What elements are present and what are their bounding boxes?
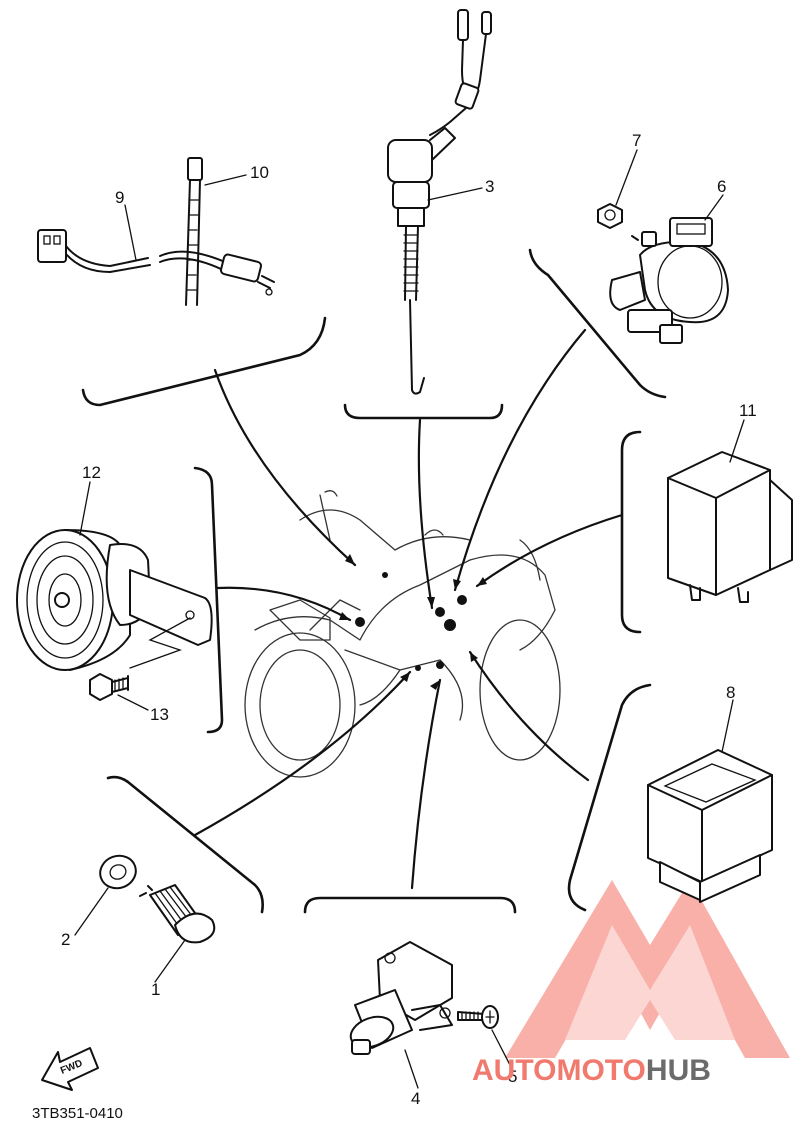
bracket-top-center bbox=[343, 403, 504, 420]
callout-2: 2 bbox=[61, 930, 70, 949]
callout-12: 12 bbox=[82, 463, 101, 482]
bracket-bottom-left bbox=[106, 775, 264, 914]
callout-9: 9 bbox=[115, 188, 124, 207]
watermark-text-automoto: AUTOMOTO bbox=[472, 1054, 646, 1087]
watermark-text: AUTOMOTOHUB bbox=[472, 1054, 711, 1087]
bracket-left bbox=[193, 466, 224, 734]
bracket-right-upper bbox=[620, 430, 642, 634]
sensor-part-1 bbox=[139, 884, 216, 944]
callout-13: 13 bbox=[150, 705, 169, 724]
callout-7: 7 bbox=[632, 131, 641, 150]
group-brackets bbox=[81, 248, 667, 914]
callout-6: 6 bbox=[717, 177, 726, 196]
callout-10: 10 bbox=[250, 163, 269, 182]
watermark-text-hub: HUB bbox=[646, 1054, 711, 1087]
washer-part-2 bbox=[99, 854, 137, 890]
callout-1: 1 bbox=[151, 980, 160, 999]
screw-part-5 bbox=[457, 1005, 499, 1029]
bracket-top-left bbox=[81, 316, 327, 407]
switch-part-4 bbox=[349, 941, 453, 1055]
bracket-top-right bbox=[528, 248, 667, 399]
relay-box-part-11 bbox=[667, 451, 793, 603]
switch-part-3 bbox=[387, 9, 492, 395]
lead-wire-part-9 bbox=[37, 229, 275, 296]
leader-lines bbox=[193, 328, 624, 890]
callout-11: 11 bbox=[739, 401, 757, 420]
motorcycle-outline bbox=[244, 490, 561, 778]
callout-3: 3 bbox=[485, 177, 494, 196]
bracket-right-lower bbox=[567, 683, 652, 912]
callout-4: 4 bbox=[411, 1089, 420, 1108]
watermark-logo bbox=[505, 880, 790, 1058]
flasher-relay-part-8 bbox=[647, 749, 773, 903]
callout-8: 8 bbox=[726, 683, 735, 702]
callout-5: 5 bbox=[508, 1067, 517, 1086]
diagram-code: 3TB351-0410 bbox=[32, 1105, 123, 1122]
cable-tie-part-10 bbox=[185, 157, 203, 306]
relay-part-6 bbox=[609, 217, 729, 344]
bolt-part-13 bbox=[89, 673, 129, 701]
fwd-arrow: FWD bbox=[41, 1047, 99, 1091]
horn-part-12 bbox=[16, 529, 213, 671]
callout-leaders bbox=[74, 149, 745, 1089]
callout-labels: 1 2 3 4 5 6 7 8 9 10 11 12 13 bbox=[61, 131, 757, 1108]
bracket-bottom-center bbox=[303, 896, 517, 914]
nut-part-7 bbox=[597, 203, 623, 229]
